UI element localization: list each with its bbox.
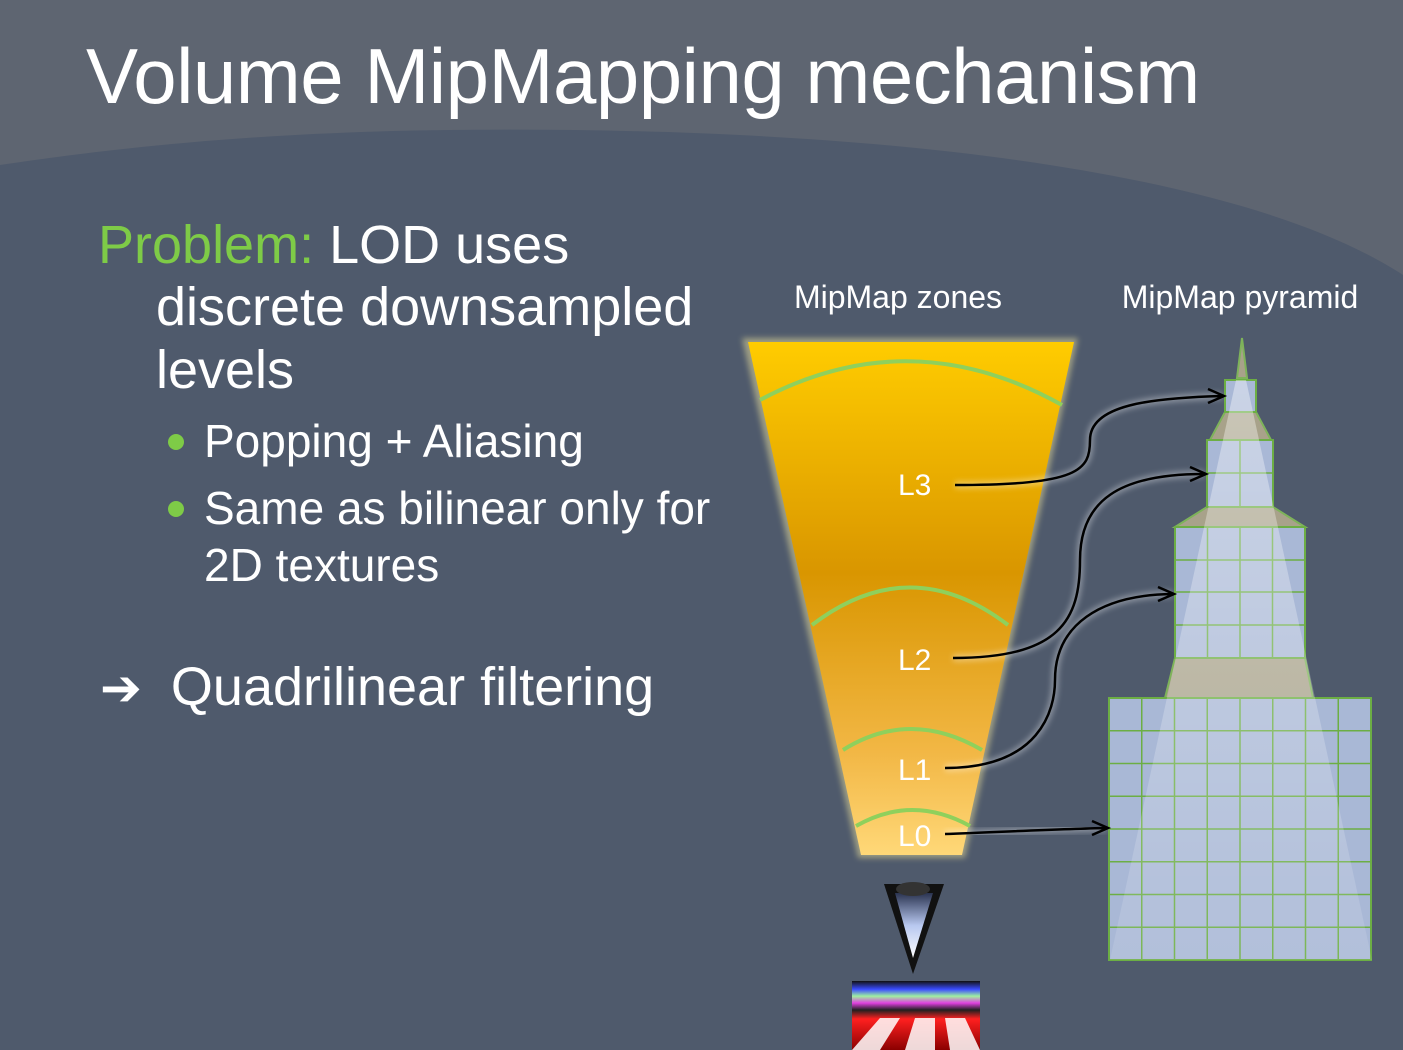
mipmap-zones-frustum: L3 L2 L1 L0 [742, 338, 1078, 858]
eye-icon [884, 882, 944, 974]
page-title: Volume MipMapping mechanism [86, 32, 1200, 120]
problem-label: Problem: [98, 215, 315, 275]
problem-text-end: levels [156, 340, 295, 400]
level-label-l2: L2 [898, 644, 931, 677]
bullet-dot-icon [168, 501, 184, 517]
mipmap-pyramid-label: MipMap pyramid [1122, 279, 1359, 315]
zone-boundary-l1 [841, 727, 984, 752]
sub-bullet-bilinear-continued: 2D textures [204, 539, 440, 591]
problem-text: LOD uses [329, 215, 570, 275]
problem-text-continued: discrete downsampled [156, 277, 694, 337]
level-label-l1: L1 [898, 754, 931, 787]
mipmap-zones-label: MipMap zones [794, 279, 1002, 315]
sub-bullet-bilinear: Same as bilinear only for [204, 482, 711, 534]
conclusion-text: Quadrilinear filtering [170, 657, 655, 717]
level-connector-arrows [944, 387, 1228, 838]
right-arrow-icon: ➔ [100, 660, 142, 716]
rendered-screen-thumbnail [852, 981, 980, 1050]
zone-boundary-l2 [810, 585, 1010, 627]
conclusion-line: ➔ Quadrilinear filtering [100, 660, 654, 714]
zone-boundary-l3 [759, 359, 1063, 407]
problem-line: Problem: LOD uses [98, 218, 569, 272]
sub-bullet-popping: Popping + Aliasing [204, 415, 584, 467]
zone-boundary-l0 [855, 808, 971, 828]
level-label-l0: L0 [898, 820, 931, 853]
mipmap-pyramid [1108, 337, 1372, 961]
level-label-l3: L3 [898, 469, 931, 502]
bullet-dot-icon [168, 434, 184, 450]
bullet-list: Problem: LOD uses discrete downsampled l… [0, 0, 800, 760]
